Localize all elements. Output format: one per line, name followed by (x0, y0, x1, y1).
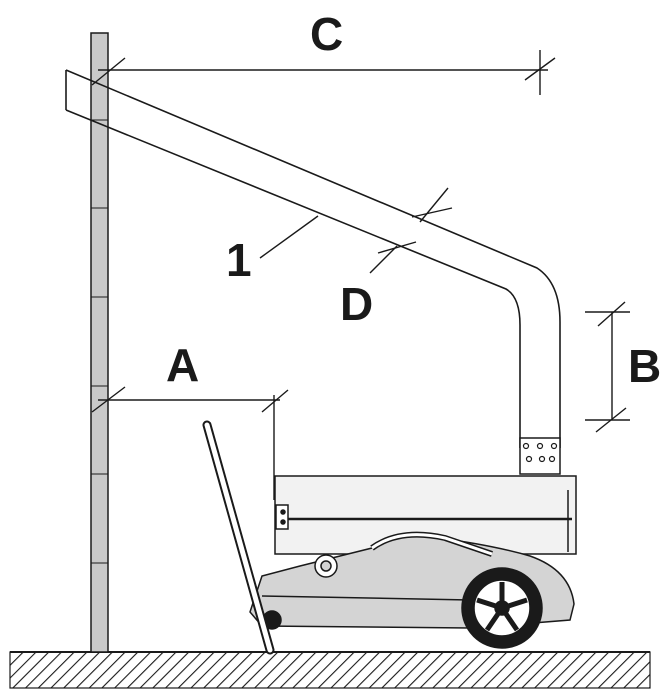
label-one: 1 (226, 234, 252, 286)
label-b: B (628, 340, 661, 392)
leader-lines (259, 187, 453, 274)
dimension-b (585, 301, 630, 433)
roof-canopy (65, 69, 561, 448)
label-a: A (166, 339, 199, 391)
label-d: D (340, 278, 373, 330)
robotic-mower (249, 531, 575, 649)
dimension-a (91, 386, 289, 500)
label-c: C (310, 8, 343, 60)
wall (90, 32, 109, 653)
support-collar (519, 437, 561, 475)
mower-handle (202, 420, 275, 655)
dimension-c (91, 50, 556, 95)
ground (9, 651, 651, 689)
